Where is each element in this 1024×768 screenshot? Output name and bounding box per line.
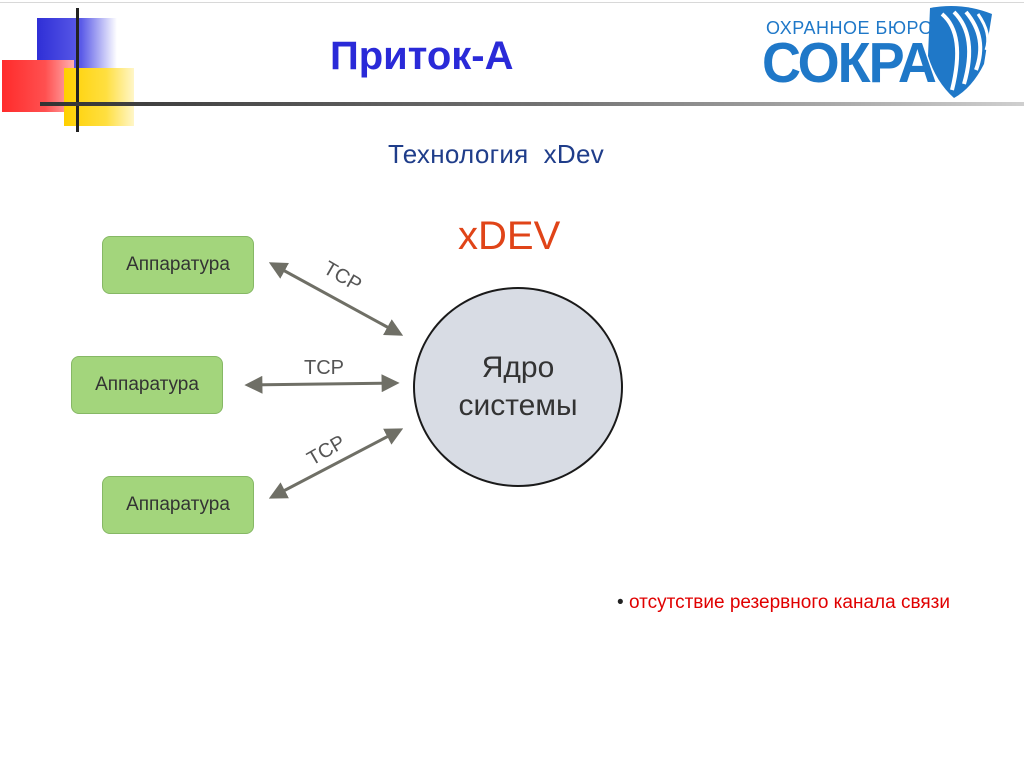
- link-label-top: TCP: [320, 257, 366, 296]
- top-border-line: [0, 2, 1024, 3]
- bullet-marker: •: [617, 592, 624, 613]
- link-label-bottom: TCP: [304, 431, 350, 470]
- device-box-middle: Аппаратура: [71, 356, 223, 414]
- core-label-line2: системы: [458, 389, 578, 422]
- bullet-note: • отсутствие резервного канала связи: [617, 590, 967, 616]
- decor-horizontal-rule: [40, 102, 1024, 106]
- note-text: отсутствие резервного канала связи: [628, 592, 950, 613]
- device-box-bottom: Аппаратура: [102, 476, 254, 534]
- system-label: xDEV: [458, 214, 561, 258]
- system-core-node: Ядро системы: [413, 287, 623, 487]
- logo-caption: ОХРАННОЕ БЮРО: [766, 18, 934, 38]
- decor-vertical-rule: [76, 8, 79, 132]
- decor-yellow-square: [64, 68, 134, 126]
- link-arrow-top: [268, 262, 404, 336]
- logo-shield-icon: [928, 6, 992, 98]
- company-logo: ОХРАННОЕ БЮРО СОКРАТ: [760, 4, 996, 98]
- device-box-top: Аппаратура: [102, 236, 254, 294]
- slide-subtitle: Технология xDev: [388, 139, 605, 169]
- slide-title: Приток-А: [330, 34, 514, 78]
- link-arrow-bottom: [268, 428, 404, 499]
- core-label-line1: Ядро: [481, 351, 555, 384]
- link-label-middle: TCP: [304, 357, 344, 379]
- link-arrow-middle: [244, 374, 400, 394]
